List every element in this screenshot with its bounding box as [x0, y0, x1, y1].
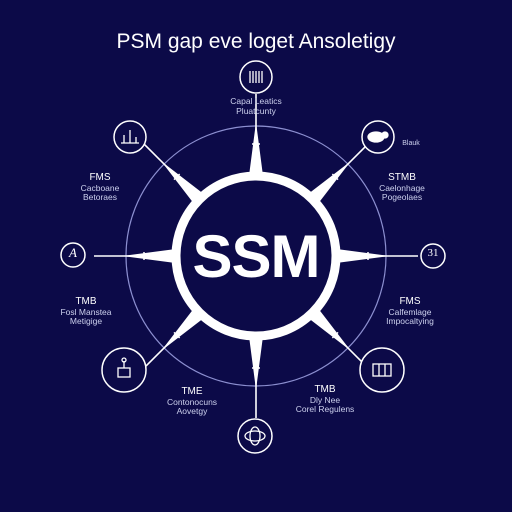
orbit-icon [244, 426, 266, 446]
node-ring-bottom-left [101, 347, 147, 393]
node-bottom-left [101, 347, 147, 393]
node-upper-left [113, 120, 147, 154]
label-upper-right-heading: STMB [388, 172, 416, 183]
spoke-spike-upper-left [163, 163, 202, 202]
label-right-lower-line-2: Impocaltying [386, 316, 434, 327]
spoke-spike-bottom [249, 339, 263, 387]
label-lower-left-heading: TMB [75, 296, 97, 307]
label-bottom-center-line-2: Aovetgy [176, 406, 208, 417]
spoke-crossbar-upper-left [173, 173, 181, 181]
spoke-spike-top [249, 125, 263, 173]
label-right-lower-heading: FMS [399, 296, 421, 307]
label-upper-left: FMS Cacboane Betoraes [62, 172, 138, 203]
label-upper-left-line-2: Betoraes [82, 192, 118, 203]
label-bottom-right: TMB Dly Nee Corel Regulens [282, 384, 368, 415]
top-node-line-2: Pluatcunty [236, 105, 276, 116]
spoke-spike-bottom-right [310, 310, 349, 349]
chart-bars-icon [121, 130, 139, 144]
tool-kit-icon [117, 357, 131, 378]
node-ring-bottom [237, 418, 273, 454]
center-ring [171, 171, 341, 341]
spoke-spike-upper-right [310, 163, 349, 202]
sheep-icon [367, 131, 389, 143]
label-lower-left-line-2: Metigige [69, 316, 103, 327]
upper-right-node-tag: Blauk [402, 140, 420, 147]
label-lower-left-line-1: Fosl Manstea [60, 306, 112, 317]
node-circles [60, 60, 446, 454]
node-upper-right [361, 120, 395, 154]
cabinet-icon [372, 363, 392, 377]
node-bottom-right [359, 347, 405, 393]
label-bottom-right-heading: TMB [314, 384, 336, 395]
spoke-spike-right [339, 249, 387, 263]
label-bottom-right-line-1: Dly Nee [309, 394, 341, 405]
spoke-crossbar-bottom-left [173, 331, 181, 339]
node-bottom [237, 418, 273, 454]
label-upper-right: STMB Caelonhage Pogeolaes [366, 172, 438, 203]
top-node-line-1: Capal Leatics [230, 96, 282, 106]
spoke-spike-bottom-left [163, 310, 202, 349]
top-node-label: Capal Leatics Pluatcunty [206, 96, 306, 117]
spoke-spike-left [125, 249, 173, 263]
barcode-icon [249, 71, 263, 83]
left-node-glyph: A [69, 245, 77, 260]
label-right-lower: FMS Calfemlage Impocaltying [368, 296, 452, 327]
label-upper-left-heading: FMS [89, 172, 111, 183]
label-right-lower-line-1: Calfemlage [388, 306, 432, 317]
node-top [239, 60, 273, 94]
label-bottom-center-heading: TME [181, 386, 203, 397]
spokes [94, 94, 418, 418]
label-bottom-center-line-1: Contonocuns [166, 396, 218, 407]
label-upper-right-line-2: Pogeolaes [381, 192, 423, 203]
node-right [420, 243, 446, 269]
node-left [60, 242, 86, 268]
label-lower-left: TMB Fosl Manstea Metigige [46, 296, 126, 327]
node-ring-bottom-right [359, 347, 405, 393]
spoke-crossbar-bottom-right [331, 331, 339, 339]
node-ring-left [60, 242, 86, 268]
diagram-title: PSM gap eve loget Ansoletigy [116, 30, 396, 53]
label-bottom-center: TME Contonocuns Aovetgy [152, 386, 232, 417]
node-ring-right [420, 243, 446, 269]
right-node-number: 31 [427, 247, 439, 259]
label-bottom-right-line-2: Corel Regulens [295, 404, 355, 415]
center-label: SSM [192, 223, 320, 290]
label-upper-right-line-1: Caelonhage [379, 182, 425, 193]
label-upper-left-line-1: Cacboane [80, 182, 120, 193]
spoke-crossbar-upper-right [331, 173, 339, 181]
